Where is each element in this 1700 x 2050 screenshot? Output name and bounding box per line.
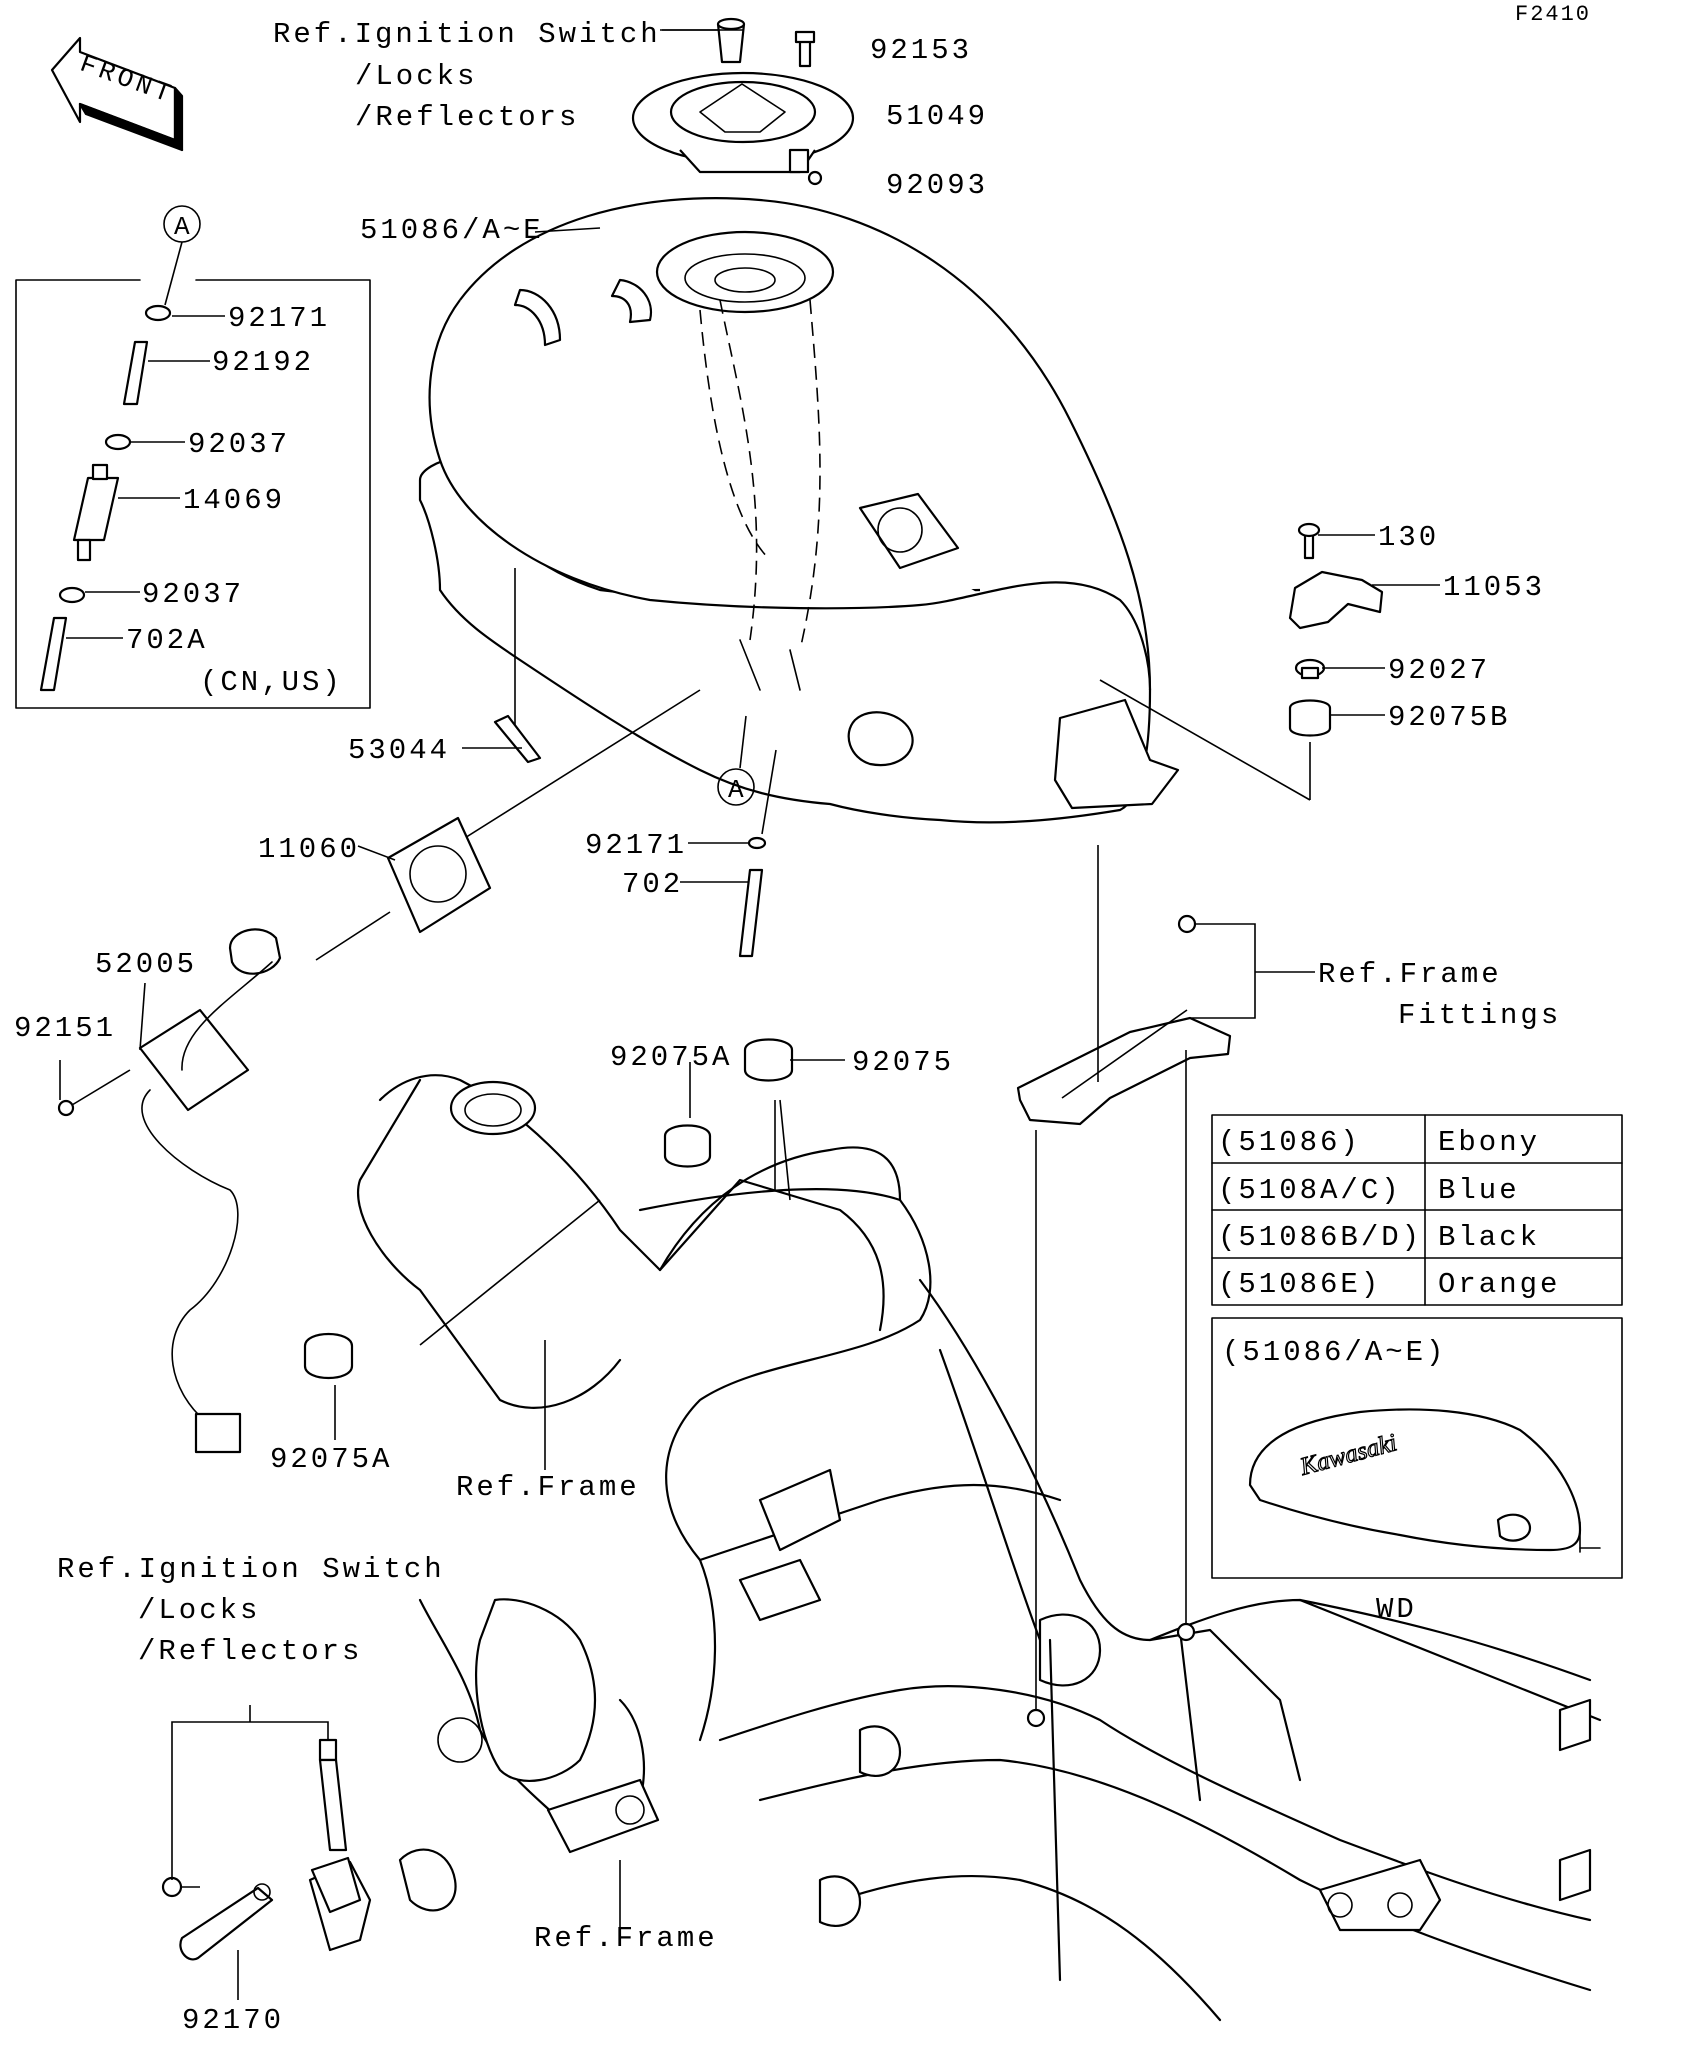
color-row-color: Black [1438, 1221, 1540, 1254]
inset-box: A [15, 205, 371, 709]
color-row-code: (51086B/D) [1218, 1221, 1422, 1254]
damper-rubbers [303, 1038, 845, 1440]
part-number-label: 92093 [886, 169, 988, 202]
decal-caption: WD [1376, 1593, 1417, 1626]
part-number-label: 11060 [258, 833, 360, 866]
detail-marker-a-top: A [174, 212, 190, 242]
part-number-label: 92075A [610, 1041, 732, 1074]
front-direction-arrow-icon: FRONT [50, 36, 184, 152]
ref-ignition-bottom-line3: /Reflectors [138, 1635, 362, 1668]
ignition-bracket-assembly [161, 1598, 660, 2000]
part-number-label: 702 [622, 868, 683, 901]
ref-ignition-bottom-line1: Ref.Ignition Switch [57, 1553, 445, 1586]
part-number-label: 92151 [14, 1012, 116, 1045]
figure-code: F2410 [1515, 2, 1591, 27]
motorcycle-frame [357, 1050, 1602, 2022]
decal-box: (51086/A~E) Kawasaki WD [1211, 1317, 1623, 1626]
part-53044-icon [493, 714, 542, 764]
part-number-label: 92027 [1388, 654, 1490, 687]
part-number-label: 14069 [183, 484, 285, 517]
part-labels: 92153 51049 92093 51086/A~E 92171 92192 … [14, 34, 1545, 2037]
reference-labels: Ref.Ignition Switch /Locks /Reflectors R… [57, 18, 1561, 1955]
decal-box-title: (51086/A~E) [1222, 1336, 1446, 1369]
ref-ignition-bottom-line2: /Locks [138, 1594, 260, 1627]
part-number-label: 92171 [228, 302, 330, 335]
part-number-label: 130 [1378, 521, 1439, 554]
color-row-code: (51086E) [1218, 1268, 1381, 1301]
part-number-label: 92192 [212, 346, 314, 379]
part-11060-gasket-icon [357, 816, 492, 934]
color-row-color: Orange [1438, 1268, 1560, 1301]
part-number-label: 92037 [188, 428, 290, 461]
ref-frame-fittings-line1: Ref.Frame [1318, 958, 1502, 991]
inset-note: (CN,US) [200, 666, 343, 699]
part-number-label: 702A [126, 624, 208, 657]
color-row-color: Ebony [1438, 1126, 1540, 1159]
part-number-label: 52005 [95, 948, 197, 981]
ref-ignition-top-line3: /Reflectors [355, 101, 579, 134]
ref-frame-bottom: Ref.Frame [534, 1922, 718, 1955]
color-row-code: (5108A/C) [1218, 1174, 1402, 1207]
ref-frame-center: Ref.Frame [456, 1471, 640, 1504]
ref-ignition-top-line1: Ref.Ignition Switch [273, 18, 661, 51]
part-130-11053-bracket-icon [1099, 522, 1440, 801]
part-number-label: 92075B [1388, 701, 1510, 734]
part-number-label: 92153 [870, 34, 972, 67]
detail-marker-a-bottom: A [728, 775, 744, 805]
color-row-color: Blue [1438, 1174, 1520, 1207]
ref-ignition-top-line2: /Locks [355, 60, 477, 93]
fuel-cap-assembly [631, 17, 855, 186]
color-row-code: (51086) [1218, 1126, 1361, 1159]
part-number-label: 92171 [585, 829, 687, 862]
part-number-label: 92170 [182, 2004, 284, 2037]
part-number-label: 51086/A~E [360, 214, 544, 247]
part-number-label: 92075 [852, 1046, 954, 1079]
part-52005-fuel-pump-icon [138, 911, 391, 1454]
part-number-label: 92037 [142, 578, 244, 611]
color-table: (51086) Ebony (5108A/C) Blue (51086B/D) … [1211, 1114, 1623, 1306]
part-number-label: 92075A [270, 1443, 392, 1476]
ref-frame-fittings-line2: Fittings [1398, 999, 1561, 1032]
part-number-label: 53044 [348, 734, 450, 767]
part-number-label: 11053 [1443, 571, 1545, 604]
part-92151-bolt-icon [57, 1060, 131, 1117]
fuel-tank [418, 197, 1180, 824]
part-number-label: 51049 [886, 100, 988, 133]
frame-fitting-bracket-icon [1016, 845, 1315, 1126]
